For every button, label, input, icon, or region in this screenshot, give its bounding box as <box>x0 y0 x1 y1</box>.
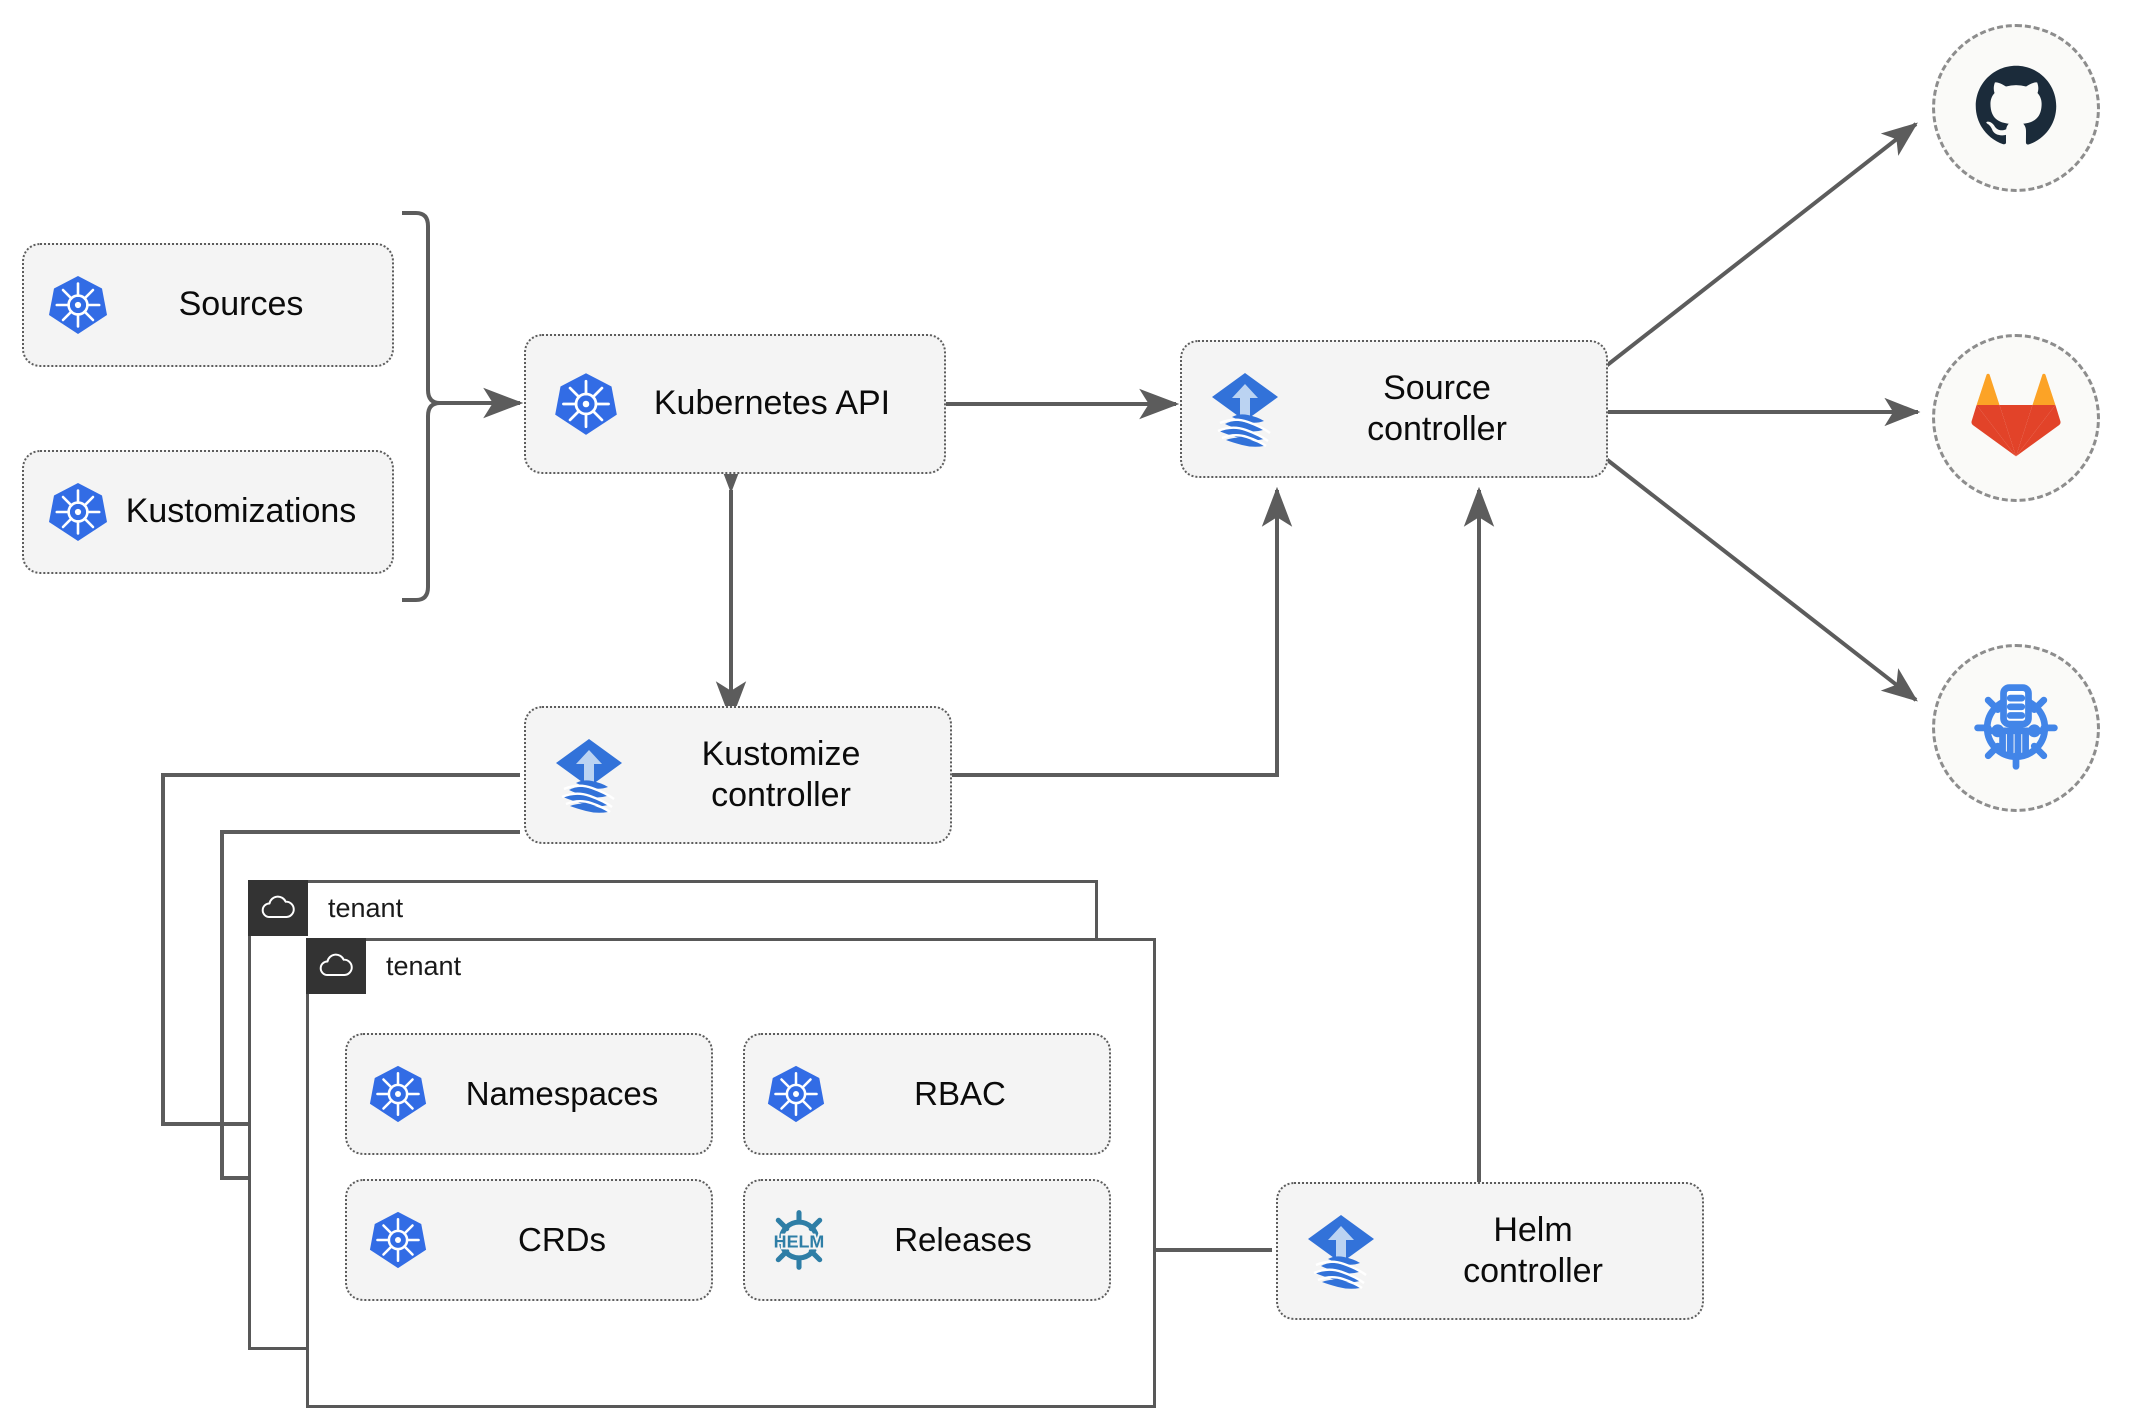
resource-crds[interactable]: CRDs <box>345 1179 713 1301</box>
resource-label: Releases <box>894 1220 1032 1258</box>
node-label: Source controller <box>1367 368 1507 448</box>
kubernetes-icon <box>367 1209 429 1271</box>
kubernetes-icon <box>552 370 620 438</box>
endpoint-github[interactable] <box>1932 24 2100 192</box>
tenant-container-front[interactable]: tenant <box>306 938 1156 1408</box>
node-source-controller[interactable]: Source controller <box>1180 340 1608 478</box>
wire-bracket-bottom <box>402 401 441 602</box>
node-kubernetes-api[interactable]: Kubernetes API <box>524 334 946 474</box>
node-kustomizations[interactable]: Kustomizations <box>22 450 394 574</box>
tenant-titlebar: tenant <box>248 880 403 936</box>
resource-label: Namespaces <box>465 1074 659 1112</box>
node-sources[interactable]: Sources <box>22 243 394 367</box>
helm-chart-repository-icon <box>1968 678 2064 779</box>
resource-rbac[interactable]: RBAC <box>743 1033 1111 1155</box>
kubernetes-icon <box>46 273 110 337</box>
wire-bracket-top <box>402 211 441 405</box>
tenant-resource-grid: Namespaces <box>345 1033 1111 1301</box>
node-label: Kustomizations <box>125 492 357 531</box>
node-helm-controller[interactable]: Helm controller <box>1276 1182 1704 1320</box>
flux-icon <box>1302 1209 1380 1293</box>
resource-namespaces[interactable]: Namespaces <box>345 1033 713 1155</box>
kubernetes-icon <box>367 1063 429 1125</box>
kubernetes-icon <box>765 1063 827 1125</box>
flux-icon <box>1206 367 1284 451</box>
svg-text:HELM: HELM <box>774 1232 825 1252</box>
node-label: Kubernetes API <box>653 384 891 423</box>
endpoint-helm-repository[interactable] <box>1932 644 2100 812</box>
node-label: Kustomize controller <box>701 734 861 814</box>
cloud-icon <box>306 938 366 994</box>
resource-releases[interactable]: HELM Releases <box>743 1179 1111 1301</box>
resource-label: RBAC <box>914 1074 1006 1112</box>
wire-source-to-github <box>1590 122 1918 379</box>
flux-icon <box>550 733 628 817</box>
tenant-titlebar: tenant <box>306 938 461 994</box>
wire-source-to-helmrepo <box>1590 446 1918 702</box>
cloud-icon <box>248 880 308 936</box>
resource-label: CRDs <box>518 1220 606 1258</box>
kubernetes-icon <box>46 480 110 544</box>
node-kustomize-controller[interactable]: Kustomize controller <box>524 706 952 844</box>
node-label: Helm controller <box>1463 1210 1603 1290</box>
gitlab-icon <box>1970 372 2062 465</box>
tenant-label: tenant <box>328 892 404 923</box>
tenant-label: tenant <box>386 950 462 981</box>
endpoint-gitlab[interactable] <box>1932 334 2100 502</box>
wire-kustomize-to-source <box>940 486 1293 777</box>
github-icon <box>1970 60 2062 157</box>
helm-logo-icon: HELM <box>765 1208 833 1272</box>
node-label: Sources <box>178 285 304 324</box>
